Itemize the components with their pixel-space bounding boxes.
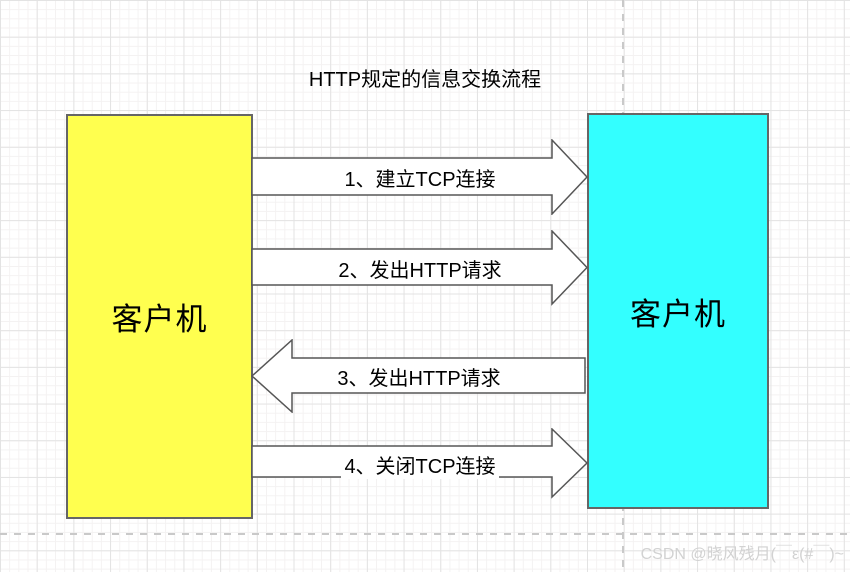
- arrow-step-2-label: 2、发出HTTP请求: [335, 253, 505, 283]
- node-client-left: 客户机: [66, 114, 253, 519]
- arrow-step-1-label: 1、建立TCP连接: [341, 162, 499, 192]
- arrow-step-4: 4、关闭TCP连接: [251, 428, 589, 500]
- node-client-right-label: 客户机: [630, 296, 726, 332]
- arrow-step-3: 3、发出HTTP请求: [251, 339, 587, 413]
- arrow-step-4-label: 4、关闭TCP连接: [341, 449, 499, 479]
- node-client-right: 客户机: [587, 113, 769, 509]
- node-client-left-label: 客户机: [111, 302, 208, 337]
- page-boundary-horizontal-line: [0, 533, 850, 535]
- watermark-text: CSDN @晓风残月(￣ε(#￣)~: [640, 546, 844, 563]
- arrow-step-1: 1、建立TCP连接: [251, 139, 589, 215]
- arrow-step-2: 2、发出HTTP请求: [251, 230, 589, 306]
- diagram-title: HTTP规定的信息交换流程: [308, 69, 542, 91]
- arrow-step-3-label: 3、发出HTTP请求: [334, 361, 504, 391]
